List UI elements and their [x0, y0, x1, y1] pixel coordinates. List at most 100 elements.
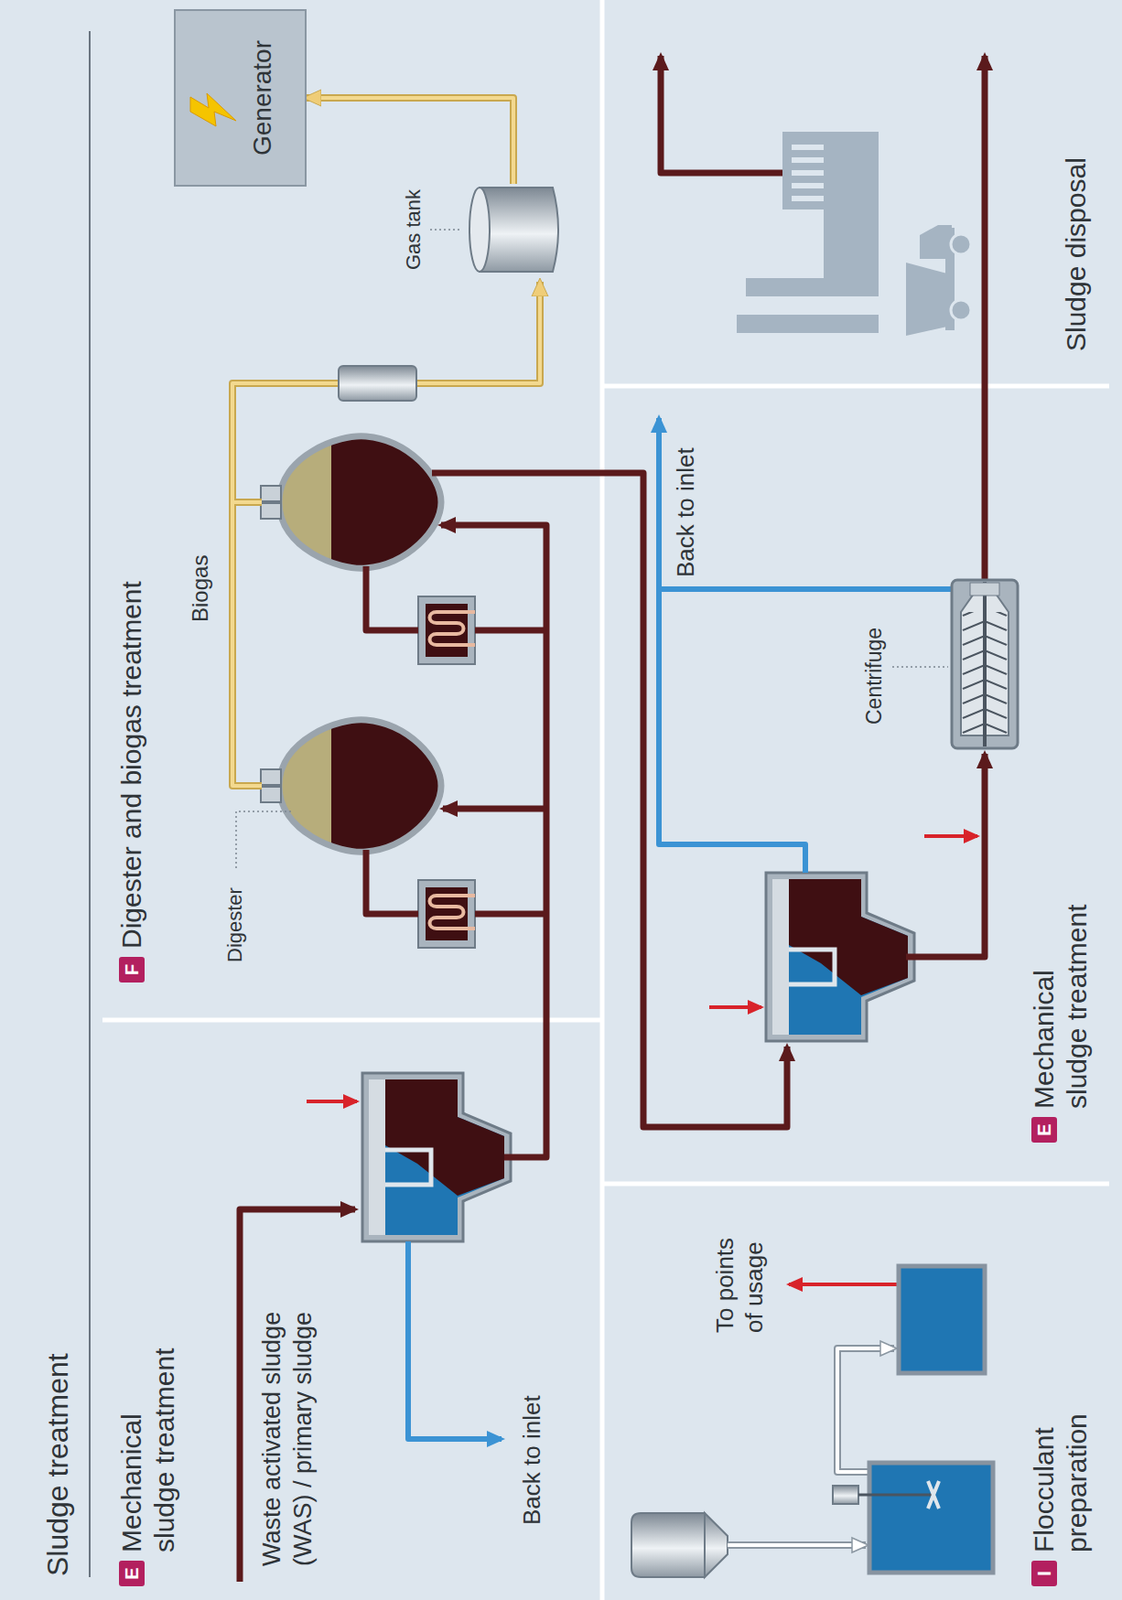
section-badge: E	[118, 1561, 145, 1587]
section-letter: E	[118, 1561, 145, 1587]
mixing-tank	[869, 1463, 993, 1574]
sludge-line	[906, 754, 985, 958]
lightning-symbol	[184, 29, 240, 185]
sludge-line	[239, 1209, 356, 1583]
section-panel: Sludge disposal	[602, 0, 1122, 387]
flocculant-dosing-arrow	[306, 1100, 357, 1104]
section-heading: Mechanical sludge treatment	[1027, 885, 1094, 1110]
leader-line	[892, 666, 949, 669]
mixing-tank	[858, 1494, 934, 1498]
mixing-tank	[832, 1463, 993, 1574]
leader-line	[236, 811, 293, 869]
incineration-plant	[736, 131, 879, 334]
sludge-line	[474, 627, 547, 635]
sludge-line	[441, 525, 547, 1158]
centrifuge	[982, 582, 987, 747]
thickener	[362, 1073, 511, 1242]
flocculant-silo	[631, 1513, 705, 1578]
flow-label: Back to inlet	[670, 394, 701, 578]
heat-exchanger	[418, 596, 475, 665]
lightning-symbol	[190, 93, 237, 127]
leader-line	[430, 228, 462, 231]
dump-truck	[950, 234, 971, 255]
gas-line-casing	[306, 97, 514, 184]
section-letter: I	[1031, 1561, 1058, 1587]
thickener	[765, 873, 915, 1042]
leader-line	[236, 229, 949, 869]
polymer-pipe	[837, 1348, 895, 1473]
water-return-line	[408, 1241, 502, 1440]
digester	[260, 712, 442, 860]
gas-tank-shape	[469, 187, 490, 272]
mixing-tank	[927, 1481, 939, 1510]
sludge-line	[366, 850, 419, 915]
centrifuge	[970, 582, 1000, 596]
water-return-line	[658, 586, 952, 593]
biogas-line	[232, 281, 540, 787]
heat-exchanger	[418, 880, 475, 949]
biogas-line	[232, 281, 540, 787]
gas-filter	[338, 366, 417, 401]
panel-divider	[602, 384, 1110, 389]
sludge-line	[431, 473, 788, 1128]
flocculant-dosing-arrow	[709, 1005, 762, 1010]
incineration-plant	[782, 131, 879, 210]
sludge-line	[474, 911, 547, 918]
equipment-label: Gas tank	[400, 165, 427, 294]
equipment-label: Digester	[222, 871, 249, 963]
stream-label: Biogas	[186, 521, 215, 623]
polymer-pipe	[727, 1542, 866, 1550]
gas-connector	[306, 97, 514, 184]
gas-tank-shape	[479, 187, 559, 272]
dump-truck	[906, 262, 948, 336]
dump-truck	[950, 300, 971, 321]
biogas-line	[232, 500, 262, 505]
equipment-label: Centrifuge	[860, 605, 888, 725]
flocculant-silo	[704, 1513, 728, 1578]
section-letter: E	[1031, 1117, 1058, 1144]
stream-label: Waste activated sludge (WAS) / primary s…	[256, 1241, 319, 1567]
section-heading: Flocculant preparation	[1027, 1329, 1094, 1554]
section-letter: F	[118, 957, 145, 983]
incineration-plant	[791, 147, 824, 199]
centrifuge	[951, 580, 1018, 749]
diagram-title: Sludge treatment	[40, 1353, 76, 1577]
biogas-line	[232, 281, 540, 787]
flow-label: To points of usage	[710, 1219, 769, 1334]
sludge-line	[239, 55, 985, 1583]
flocculant-silo	[631, 1513, 728, 1578]
sludge-line	[981, 55, 989, 581]
digester	[260, 429, 442, 576]
panel-divider	[102, 1018, 603, 1024]
incineration-plant	[823, 209, 879, 279]
gas-tank: Gas tank	[464, 183, 562, 276]
section-badge: I	[1031, 1561, 1058, 1587]
gas-tank-shape	[464, 183, 562, 276]
dump-truck	[906, 225, 971, 336]
section-badge: F	[118, 957, 145, 983]
polymer-pipe	[727, 1543, 866, 1548]
sludge-line	[660, 55, 783, 173]
section-heading: Sludge disposal	[1059, 12, 1093, 352]
section-heading: Digester and biogas treatment	[115, 436, 149, 950]
section-panel: Flocculant preparationI	[602, 1184, 1122, 1600]
sludge-line	[442, 806, 547, 813]
title-rule	[88, 31, 91, 1578]
flocculant-dosing-arrow	[306, 836, 978, 1285]
flow-label: Back to inlet	[517, 1342, 547, 1526]
generator-box: Generator	[173, 9, 307, 187]
incineration-plant	[736, 314, 879, 334]
polymer-pipe	[837, 1348, 895, 1473]
mixing-tank	[832, 1486, 859, 1505]
storage-tank	[898, 1266, 985, 1374]
flocculant-dosing-arrow	[788, 1283, 897, 1287]
panel-divider	[600, 0, 605, 1600]
biogas-line	[232, 498, 262, 507]
sludge-line	[366, 566, 419, 631]
box-label: Generator	[247, 10, 279, 185]
incineration-plant	[745, 278, 879, 297]
section-badge: E	[1031, 1117, 1058, 1144]
section-heading: Mechanical sludge treatment	[115, 1329, 182, 1554]
section-panel: Digester and biogas treatmentF Gas tank Ge…	[91, 0, 603, 1021]
